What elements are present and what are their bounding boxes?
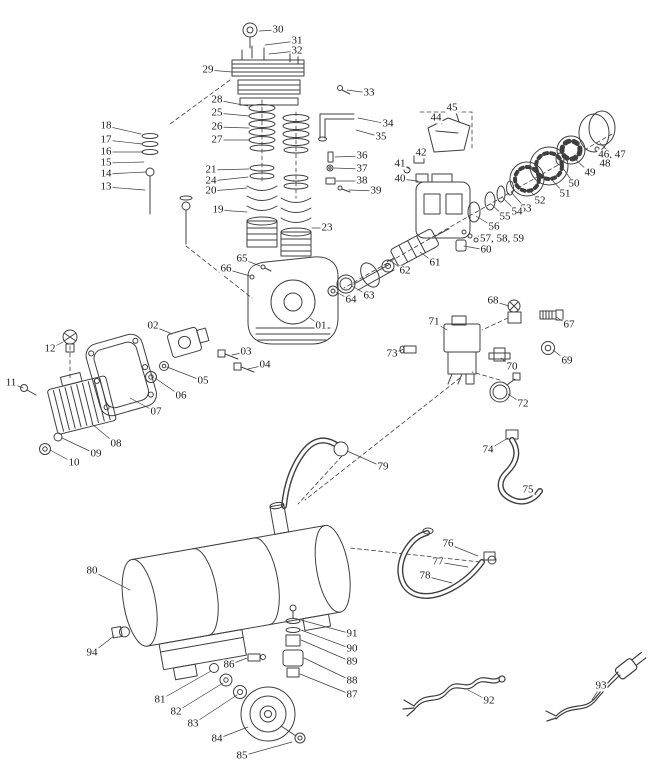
power-plug-cord-group [545,651,647,722]
piston-stack-right-group [280,114,312,257]
leader-line-52 [527,188,541,202]
leader-lines [10,29,613,757]
motor-group [403,110,616,252]
leader-line-10 [49,449,75,464]
leader-line-84 [216,726,249,740]
leader-line-56 [475,215,495,228]
leader-line-17 [105,139,143,145]
valve-plate-group [85,326,255,417]
leader-line-02 [152,325,173,335]
leader-line-85 [241,741,293,757]
leader-line-30 [258,29,279,32]
leader-line-91 [300,619,353,635]
power-cord-group [402,675,506,717]
leader-line-69 [552,349,568,362]
leader-line-14 [105,171,147,175]
leader-line-72 [507,393,524,405]
leader-line-71 [433,321,448,331]
leader-line-49 [573,157,591,174]
leader-line-57-58-59 [477,235,503,240]
leader-line-35 [355,129,382,138]
leader-line-66 [225,268,251,277]
leader-line-83 [192,694,238,725]
intake-tube-group [318,113,355,142]
leader-line-40 [399,178,419,182]
leader-line-04 [247,364,266,370]
leader-line-36 [334,155,363,158]
drain-hose-group [397,527,497,599]
piston-stack-left-group [246,104,278,248]
filter-head-group [20,329,117,455]
leader-line-79 [346,450,384,468]
leader-line-68 [492,300,510,307]
leader-line-39 [348,189,377,192]
leader-line-05 [166,366,204,382]
leader-line-78 [424,575,453,584]
leader-line-24 [210,176,249,182]
leader-line-25 [216,112,250,117]
leader-line-06 [154,377,182,397]
leader-line-61 [419,251,436,264]
cylinder-head-group [231,22,351,106]
leader-line-34 [357,117,389,125]
handle-group [281,437,349,509]
leader-line-90 [300,629,353,650]
pump-housing-group [247,256,339,345]
leader-line-51 [549,177,566,195]
leader-line-15 [105,161,145,164]
leader-line-60 [463,245,487,251]
leader-line-77 [437,561,469,568]
leader-line-81 [159,670,212,701]
drain-valve-stack-group [247,604,304,678]
leader-line-80 [91,570,131,591]
leader-line-55 [490,203,506,218]
small-fasteners-group [325,151,351,193]
leader-line-18 [105,125,142,135]
leader-line-54 [501,196,518,213]
leader-line-87 [299,673,353,696]
leader-line-21 [210,168,250,171]
leader-line-19 [217,209,248,213]
leader-line-31 [264,40,298,46]
leader-line-65 [241,258,261,267]
tank-group [111,501,351,681]
wheel-group [209,663,306,744]
leader-line-08 [91,423,117,445]
pushrod-group [141,133,193,245]
leader-line-13 [105,186,146,191]
crankshaft-group [327,228,450,297]
leader-line-26 [216,126,250,129]
leader-line-76 [447,543,479,557]
leader-line-03 [231,351,247,356]
leader-line-89 [300,639,353,663]
leader-line-12 [49,341,64,350]
leader-line-09 [61,437,97,455]
leader-line-92 [467,689,490,702]
leader-line-74 [487,437,509,451]
leader-line-20 [210,187,248,192]
leader-line-28 [216,99,249,107]
leader-line-63 [351,285,370,297]
leader-line-53 [510,191,527,210]
leader-line-33 [346,89,370,94]
shroud-bracket-group [427,108,471,153]
leader-line-01 [309,317,322,327]
leader-line-37 [333,167,363,170]
construction-lines [69,79,613,563]
leader-line-29 [207,69,233,73]
leader-line-82 [175,682,224,713]
leader-line-50 [559,163,575,185]
outlet-hose-group [497,429,543,505]
leader-line-32 [268,50,298,55]
leader-line-94 [91,635,115,654]
leader-line-75 [527,489,537,496]
pressure-switch-group [399,299,564,403]
leader-line-88 [303,657,353,682]
leader-line-86 [228,657,248,666]
